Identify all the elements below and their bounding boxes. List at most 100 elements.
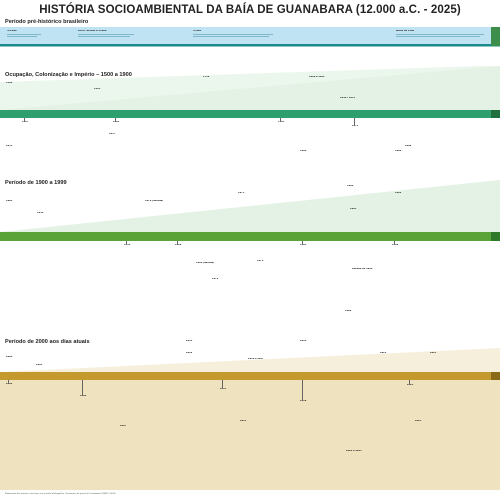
event-year: 2007 xyxy=(120,425,127,427)
event-year: 1983 xyxy=(300,244,307,246)
tick xyxy=(24,118,25,122)
event-year: 1904 xyxy=(6,200,13,202)
band-end-modern xyxy=(491,232,500,241)
event-year: 1995 xyxy=(350,208,357,210)
event-year: 1968 (década) xyxy=(196,262,215,264)
event-year: 2002 xyxy=(6,383,13,385)
tick xyxy=(8,380,9,384)
section-title-modern: Período de 1900 a 1999 xyxy=(5,180,67,186)
event-year: 1992 xyxy=(395,192,402,194)
band-end-prehistoric xyxy=(491,27,500,46)
event-prehistoric-2: Entre -10.000 e -8.000 xyxy=(78,30,138,43)
tick xyxy=(126,241,127,245)
event-current-2006: 2006 xyxy=(80,395,140,419)
event-year: 1831 xyxy=(6,145,13,147)
event-colonial-1710: 1710 xyxy=(203,76,273,106)
event-year: 1808 a 1821 xyxy=(309,76,325,78)
event-current-2011: 2011 xyxy=(186,340,261,350)
event-colonial-1502: 1502 xyxy=(6,82,50,106)
event-year: 1502 xyxy=(6,82,13,84)
event-current-2002: 2002 xyxy=(6,383,61,403)
event-modern-1970s: 1970 (década) xyxy=(145,200,215,230)
event-colonial-1604: 1604 xyxy=(113,121,163,133)
event-year: 2023 xyxy=(430,352,437,354)
event-prehistoric-3: -5.000 xyxy=(193,30,278,43)
event-current-2023: 2023 xyxy=(430,352,490,370)
event-year: 1978 xyxy=(257,260,264,262)
event-year: 2006 xyxy=(80,395,87,397)
event-year: 2016 e 2017 xyxy=(248,358,264,360)
event-year: Década de 1990 xyxy=(352,268,373,270)
event-modern-1975: 1975 xyxy=(238,192,298,206)
event-year: antes de 1500 xyxy=(396,30,415,32)
event-current-2021: 2021 xyxy=(380,352,425,370)
tick xyxy=(302,380,303,401)
event-year: 2015 xyxy=(240,420,247,422)
event-year: 2000 xyxy=(6,356,13,358)
event-modern-1983: 1983 xyxy=(300,244,345,260)
tick xyxy=(82,380,83,396)
colonial-band xyxy=(0,110,500,118)
page-title: HISTÓRIA SOCIOAMBIENTAL DA BAÍA DE GUANA… xyxy=(39,4,461,16)
event-colonial-1567: 1567 xyxy=(22,121,82,133)
event-year: 1972 xyxy=(212,278,219,280)
event-year: Entre -10.000 e -8.000 xyxy=(78,30,107,32)
event-year: 1857 xyxy=(109,133,116,135)
event-colonial-1874: 1874 xyxy=(352,125,422,135)
event-year: 1988 xyxy=(395,150,402,152)
band-end-colonial xyxy=(491,110,500,118)
event-year: 2004 xyxy=(36,364,43,366)
current-wedge xyxy=(0,348,500,372)
event-modern-1990s: Década de 1990 xyxy=(352,268,447,312)
tick xyxy=(177,241,178,245)
event-year: 2018 xyxy=(300,340,307,342)
event-colonial-1565: 1565 xyxy=(94,88,134,106)
event-year: 2022 e 2023 xyxy=(346,450,362,452)
event-year: 2013 xyxy=(220,388,227,390)
modern-wedge xyxy=(0,180,500,232)
band-end-current xyxy=(491,372,500,380)
event-year: 1998 xyxy=(345,310,352,312)
event-modern-1936: 1936 xyxy=(37,212,97,226)
event-year: 2021 xyxy=(380,352,387,354)
event-colonial-1831: 1831 xyxy=(6,145,66,165)
event-year: 1960 xyxy=(175,244,182,246)
event-current-2004: 2004 xyxy=(36,364,96,372)
event-current-2012: 2012 xyxy=(186,352,256,362)
event-colonial-1808: 1808 a 1821 xyxy=(309,76,364,94)
event-current-2019: 2019 xyxy=(300,400,370,424)
event-modern-1972: 1972 xyxy=(212,278,262,296)
event-year: -5.000 xyxy=(193,30,202,32)
event-current-2013: 2013 xyxy=(220,388,295,414)
event-year: 2019 xyxy=(300,400,307,402)
tick xyxy=(280,118,281,122)
event-current-2022-2023: 2022 e 2023 xyxy=(346,450,416,474)
event-year: 1982 xyxy=(300,150,307,152)
event-current-2000: 2000 xyxy=(6,356,126,370)
tick xyxy=(409,380,410,385)
tick xyxy=(354,118,355,126)
section-title-current: Período de 2000 aos dias atuais xyxy=(5,339,90,345)
event-year: 2011 xyxy=(186,340,193,342)
event-year: 1710 xyxy=(203,76,210,78)
event-year: 1951 xyxy=(124,244,131,246)
event-modern-1978: 1978 xyxy=(257,260,302,278)
event-prehistoric-4: antes de 1500 xyxy=(396,30,488,43)
event-prehistoric-1: -12.000 xyxy=(7,30,47,43)
event-year: 1604 xyxy=(113,121,120,123)
current-band-lower xyxy=(0,380,500,490)
event-year: 1999 xyxy=(392,244,399,246)
event-year: 1567 xyxy=(22,121,29,123)
event-modern-1982: 1982 xyxy=(300,150,375,180)
event-modern-1992: 1992 xyxy=(395,192,490,228)
event-modern-1904: 1904 xyxy=(6,200,50,214)
event-modern-1988: 1988 xyxy=(395,150,490,190)
event-modern-1968: 1968 (década) xyxy=(196,262,241,278)
event-year: -12.000 xyxy=(7,30,17,32)
event-colonial-1889: 1889 xyxy=(405,145,485,165)
section-title-colonial: Ocupação, Colonização e Império – 1500 a… xyxy=(5,72,132,78)
event-colonial-1763: 1763 xyxy=(278,121,338,133)
event-modern-1998: 1998 xyxy=(345,310,405,324)
tick xyxy=(302,241,303,245)
event-year: 1565 xyxy=(94,88,101,90)
